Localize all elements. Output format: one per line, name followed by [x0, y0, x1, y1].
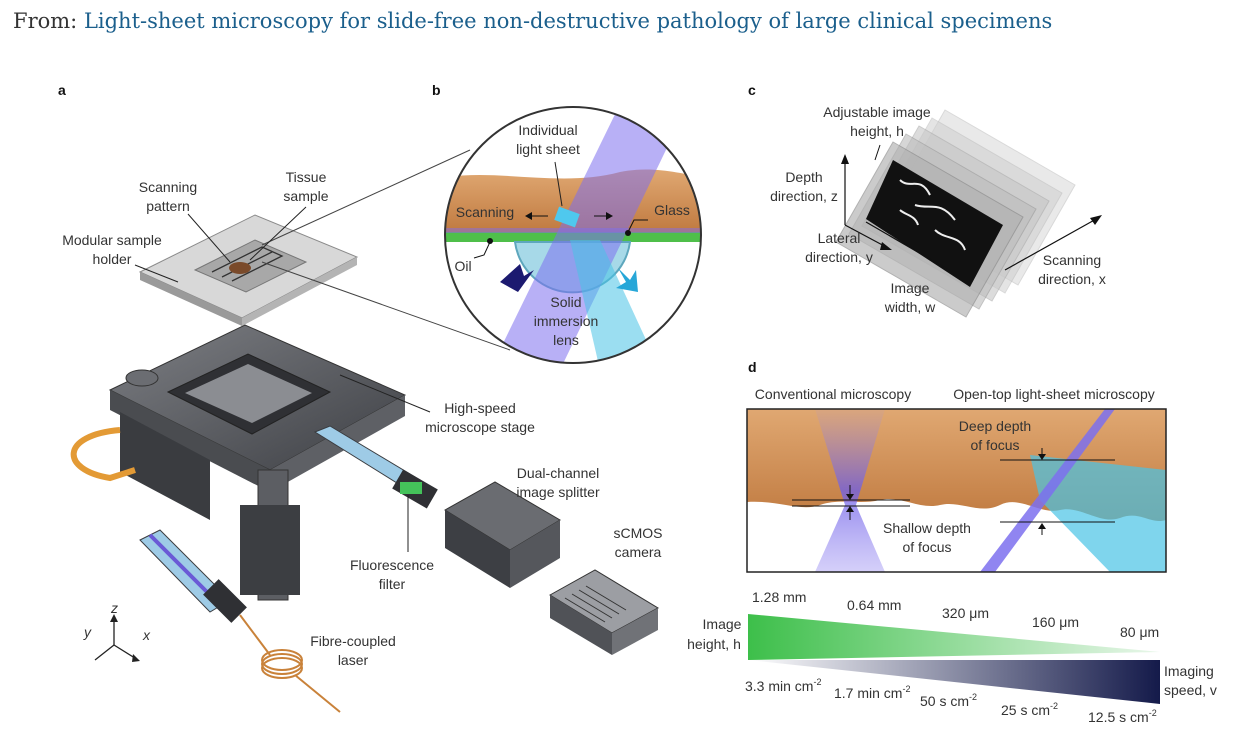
label-stage-1: High-speed	[444, 400, 516, 416]
axis-y-label: y	[83, 624, 92, 640]
label-speed-title-1: Imaging	[1164, 663, 1214, 679]
panel-a-label: a	[58, 82, 66, 98]
panel-a: a Scanning pattern Tissue sample Modular…	[58, 82, 663, 713]
article-title-link[interactable]: Light-sheet microscopy for slide-free no…	[83, 9, 1053, 33]
panel-b-label: b	[432, 82, 441, 98]
label-oil: Oil	[454, 258, 471, 274]
label-laser-1: Fibre-coupled	[310, 633, 396, 649]
label-splitter-2: image splitter	[516, 484, 600, 500]
height-value-2: 0.64 mm	[847, 597, 901, 613]
label-lens-1: Solid	[550, 294, 581, 310]
label-depth-1: Depth	[785, 169, 822, 185]
speed-value-5: 12.5 s cm-2	[1088, 708, 1157, 725]
speed-value-3: 50 s cm-2	[920, 692, 977, 709]
label-lens-3: lens	[553, 332, 579, 348]
zoom-line-bottom	[261, 261, 511, 351]
height-value-3: 320 μm	[942, 605, 989, 621]
label-laser-2: laser	[338, 652, 369, 668]
label-lens-2: immersion	[534, 313, 599, 329]
focus-comparison-box	[746, 408, 1167, 573]
label-deep-2: of focus	[970, 437, 1019, 453]
leader-height	[874, 144, 881, 161]
microscope-stage-illustration	[70, 324, 660, 713]
label-depth-2: direction, z	[770, 188, 838, 204]
label-light-sheet-1: Individual	[518, 122, 577, 138]
panel-c: c Adjustable image height, h Depth direc…	[748, 82, 1106, 318]
height-value-1: 1.28 mm	[752, 589, 806, 605]
speed-value-1: 3.3 min cm-2	[745, 677, 821, 694]
speed-value-4: 25 s cm-2	[1001, 701, 1058, 718]
axes-icon: z y x	[83, 600, 151, 662]
panel-c-label: c	[748, 82, 756, 98]
lateral-arrow	[844, 224, 889, 249]
label-shallow-2: of focus	[902, 539, 951, 555]
label-scanning-pattern-1: Scanning	[139, 179, 197, 195]
label-stage-2: microscope stage	[425, 419, 535, 435]
height-value-4: 160 μm	[1032, 614, 1079, 630]
label-filter-2: filter	[379, 576, 406, 592]
label-scan-dir-1: Scanning	[1043, 252, 1101, 268]
width-bracket	[865, 221, 953, 273]
scan-arrow-left-head	[525, 212, 532, 220]
axis-x-label: x	[142, 627, 151, 643]
label-image-width-1: Image	[891, 280, 930, 296]
label-speed-title-2: speed, v	[1164, 682, 1217, 698]
imaging-speed-wedge	[748, 660, 1160, 704]
panel-d-label: d	[748, 359, 757, 375]
leader-oil	[473, 241, 491, 259]
label-light-sheet-2: light sheet	[516, 141, 580, 157]
leader-holder	[134, 264, 179, 283]
label-scan-dir-2: direction, x	[1038, 271, 1106, 287]
image-height-wedge	[748, 614, 1160, 660]
label-height-title-2: height, h	[687, 636, 741, 652]
axis-z-label: z	[110, 600, 118, 616]
speed-value-2: 1.7 min cm-2	[834, 684, 910, 701]
label-splitter-1: Dual-channel	[517, 465, 600, 481]
label-height-title-1: Image	[703, 616, 742, 632]
label-adjustable-height-2: height, h	[850, 123, 904, 139]
leader-stage	[339, 374, 431, 413]
label-holder-1: Modular sample	[62, 232, 162, 248]
height-value-5: 80 μm	[1120, 624, 1159, 640]
label-open-top: Open-top light-sheet microscopy	[953, 386, 1155, 402]
leader-scanning	[187, 213, 231, 263]
from-prefix: From:	[13, 9, 78, 33]
label-tissue-sample-1: Tissue	[286, 169, 327, 185]
sample-holder-illustration	[138, 214, 359, 326]
label-holder-2: holder	[93, 251, 132, 267]
scan-direction-arrow	[1004, 217, 1099, 271]
label-scanning-b: Scanning	[456, 204, 514, 220]
scan-arrow-right-head	[606, 212, 613, 220]
depth-arrow-head	[841, 154, 849, 164]
panel-d: d Conventional microscopy Open-top light…	[687, 359, 1217, 725]
label-camera-2: camera	[615, 544, 662, 560]
label-image-width-2: width, w	[884, 299, 936, 315]
leader-glass	[627, 219, 648, 233]
label-glass: Glass	[654, 202, 690, 218]
zoom-circle	[444, 106, 702, 364]
scan-direction-arrow-head	[1090, 215, 1102, 225]
zoom-line-top	[261, 149, 471, 246]
label-tissue-sample-2: sample	[283, 188, 328, 204]
image-stack	[835, 109, 1076, 318]
label-camera-1: sCMOS	[614, 525, 663, 541]
panel-b: b Individual light sheet Scanning Glass …	[432, 82, 702, 364]
leader-oil-dot	[487, 238, 493, 244]
leader-light-sheet	[554, 161, 563, 207]
label-lateral-2: direction, y	[805, 249, 873, 265]
leader-glass-dot	[625, 230, 631, 236]
label-scanning-pattern-2: pattern	[146, 198, 190, 214]
label-conventional: Conventional microscopy	[755, 386, 911, 402]
figure-source-line: From: Light-sheet microscopy for slide-f…	[13, 9, 1052, 33]
label-adjustable-height-1: Adjustable image	[823, 104, 931, 120]
lateral-arrow-head	[880, 242, 892, 250]
label-deep-1: Deep depth	[959, 418, 1031, 434]
leader-tissue	[249, 206, 307, 261]
label-lateral-1: Lateral	[818, 230, 861, 246]
label-filter-1: Fluorescence	[350, 557, 434, 573]
label-shallow-1: Shallow depth	[883, 520, 971, 536]
